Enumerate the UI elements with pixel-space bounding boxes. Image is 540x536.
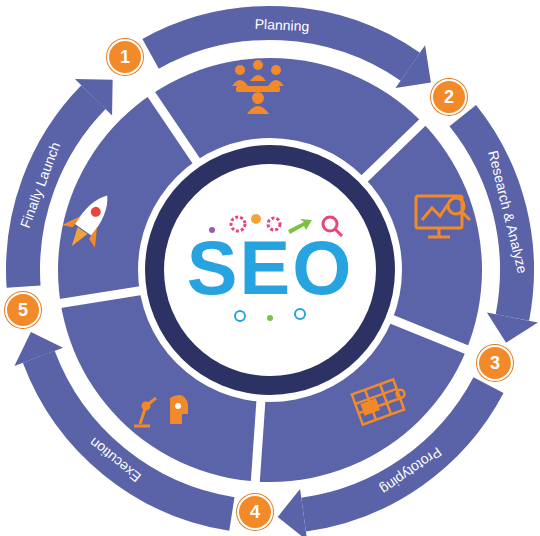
arrow-head xyxy=(487,313,538,343)
callout-number: 1 xyxy=(120,48,130,66)
callout-number: 4 xyxy=(250,503,260,521)
callout-number: 5 xyxy=(18,301,28,319)
callout-number: 2 xyxy=(444,88,454,106)
arrow-band xyxy=(304,385,489,515)
cycle-arrow xyxy=(463,116,538,343)
seo-hub: SEO xyxy=(170,208,370,328)
arrow-head xyxy=(396,45,431,88)
arrow-head xyxy=(75,79,113,115)
cycle-arrow xyxy=(14,332,231,514)
step-number: 5 xyxy=(5,292,41,328)
hub-title: SEO xyxy=(187,230,354,306)
step-label: Planning xyxy=(250,14,313,37)
robot-icon xyxy=(134,395,188,426)
step-number: 3 xyxy=(477,345,513,381)
hub-gap xyxy=(138,138,402,402)
rocket-icon xyxy=(55,184,123,258)
callout-number: 3 xyxy=(490,354,500,372)
arrow-band xyxy=(39,357,232,514)
monitor-icon xyxy=(416,196,470,237)
step-number: 1 xyxy=(107,39,143,75)
step-number: 2 xyxy=(431,79,467,115)
people-icon xyxy=(232,60,284,114)
cycle-arrow xyxy=(278,385,489,536)
wedge-separators xyxy=(57,91,470,486)
wedge-disc xyxy=(58,58,482,482)
hub-ring xyxy=(145,145,395,395)
arrow-head xyxy=(278,489,307,536)
blueprint-icon xyxy=(352,377,410,424)
arrow-head xyxy=(14,332,63,366)
step-number: 4 xyxy=(237,494,273,530)
hub-face xyxy=(164,164,376,376)
